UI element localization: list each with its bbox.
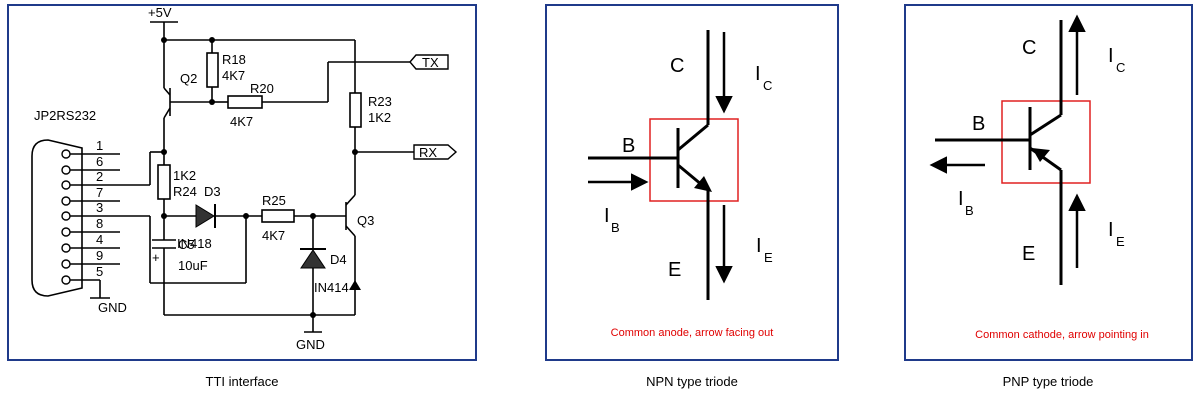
pnp-labels: C B E I C I B I E (958, 37, 1125, 265)
r24-label: R24 (173, 184, 197, 199)
pnp-highlight-box (1001, 100, 1091, 184)
r23-label: R23 (368, 94, 392, 109)
connector-label: JP2RS232 (34, 108, 96, 123)
d3-label: D3 (204, 184, 221, 199)
npn-caption: NPN type triode (646, 374, 738, 389)
pin-number: 8 (96, 216, 103, 231)
npn-ib-subscript: B (611, 220, 620, 235)
pin-number: 6 (96, 154, 103, 169)
pnp-base-label: B (972, 113, 985, 135)
r25-value: 4K7 (262, 228, 285, 243)
npn-ie-label: I (756, 235, 762, 257)
r24-value: 1K2 (173, 168, 196, 183)
d4-diode (300, 248, 326, 269)
pnp-emitter-label: E (1022, 243, 1035, 265)
r20-value: 4K7 (230, 114, 253, 129)
pin-number: 3 (96, 200, 103, 215)
pnp-frame (904, 4, 1193, 361)
pin-number: 2 (96, 169, 103, 184)
pnp-ic-subscript: C (1116, 60, 1125, 75)
r20-label: R20 (250, 81, 274, 96)
npn-emitter-arrow (694, 176, 712, 192)
npn-ic-label: I (755, 63, 761, 85)
r25-label: R25 (262, 193, 286, 208)
npn-emitter-label: E (668, 259, 681, 281)
pnp-symbol (935, 20, 1063, 285)
pnp-caption: PNP type triode (1003, 374, 1094, 389)
r18-value: 4K7 (222, 68, 245, 83)
r18-label: R18 (222, 52, 246, 67)
pin-number: 7 (96, 185, 103, 200)
pin-number: 1 (96, 138, 103, 153)
c5-plus: + (152, 250, 160, 265)
tti-panel: +5V Q2 R18 4K7 R20 4K7 R23 1K2 TX RX JP2… (7, 4, 477, 389)
pnp-collector-label: C (1022, 37, 1036, 59)
npn-frame (545, 4, 839, 361)
npn-panel: C B E I C I B I E Common anode, arrow fa… (545, 4, 839, 389)
q3-emitter-arrow (349, 280, 361, 290)
c5-value: 10uF (178, 258, 208, 273)
gnd-bottom-label: GND (296, 337, 325, 352)
tti-labels: +5V Q2 R18 4K7 R20 4K7 R23 1K2 TX RX JP2… (34, 5, 439, 352)
npn-ie-subscript: E (764, 250, 773, 265)
tx-label: TX (422, 55, 439, 70)
connector-pins (61, 149, 71, 285)
pnp-ib-subscript: B (965, 203, 974, 218)
rx-tag (413, 144, 458, 160)
npn-symbol (588, 30, 710, 300)
pin-number: 9 (96, 248, 103, 263)
npn-labels: C B E I C I B I E (604, 55, 773, 281)
pin-number: 5 (96, 264, 103, 279)
npn-highlight-box (649, 118, 739, 202)
d4-value: IN414 (314, 280, 349, 295)
tti-frame (7, 4, 477, 361)
vcc-label: +5V (148, 5, 172, 20)
npn-ib-label: I (604, 205, 610, 227)
npn-note: Common anode, arrow facing out (611, 327, 774, 339)
rx-label: RX (419, 145, 437, 160)
d3-diode (195, 204, 216, 228)
pin-number: 4 (96, 232, 103, 247)
d4-label: D4 (330, 252, 347, 267)
tx-tag (409, 54, 449, 70)
d3-value: IN418 (177, 236, 212, 251)
pnp-ib-label: I (958, 188, 964, 210)
c5-label: C5 (178, 237, 195, 252)
pnp-note: Common cathode, arrow pointing in (975, 329, 1149, 341)
tti-caption: TTI interface (206, 374, 279, 389)
junction-dots (161, 37, 358, 318)
pnp-emitter-arrow (1032, 148, 1050, 162)
connector-pin-numbers: 1 6 2 7 3 8 4 9 5 (96, 138, 103, 279)
tti-wires (31, 21, 414, 333)
gnd-left-label: GND (98, 300, 127, 315)
pnp-ie-label: I (1108, 219, 1114, 241)
pnp-ic-label: I (1108, 45, 1114, 67)
npn-base-label: B (622, 135, 635, 157)
r23-value: 1K2 (368, 110, 391, 125)
pnp-ie-subscript: E (1116, 234, 1125, 249)
pnp-panel: C B E I C I B I E Common cathode, arrow … (904, 4, 1193, 389)
q2-label: Q2 (180, 71, 197, 86)
q3-label: Q3 (357, 213, 374, 228)
npn-ic-subscript: C (763, 78, 772, 93)
npn-collector-label: C (670, 55, 684, 77)
